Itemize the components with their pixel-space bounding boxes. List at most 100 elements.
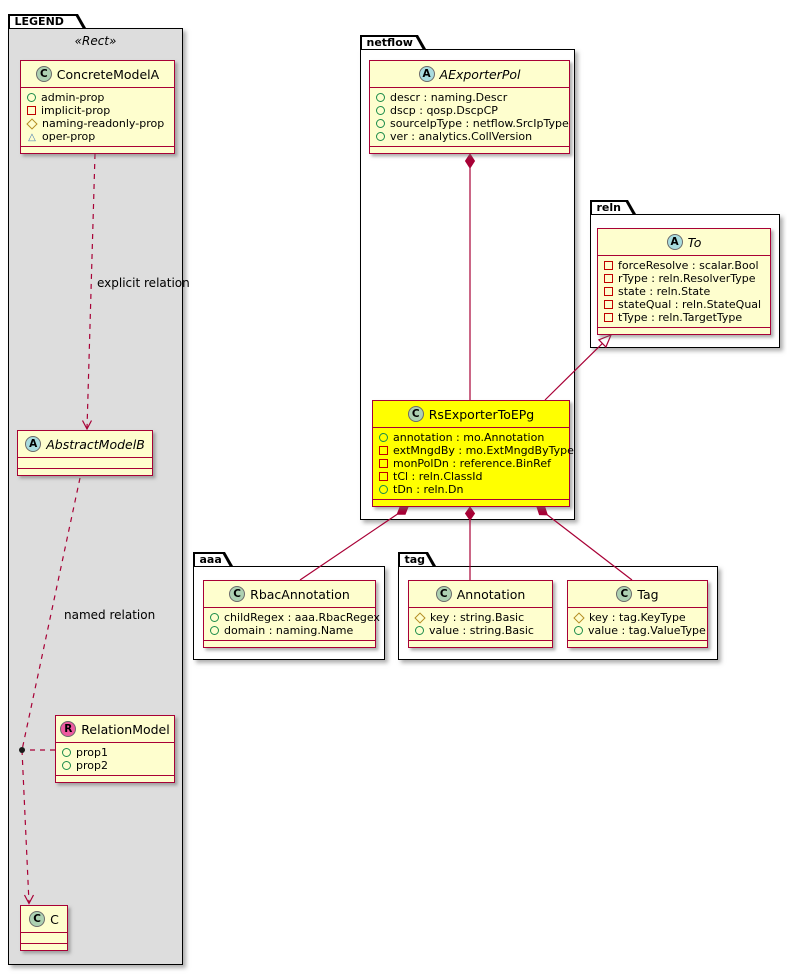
field-text: forceResolve : scalar.Bool [618,259,759,272]
field-row: prop1 [56,746,174,759]
methods-compartment [21,147,174,153]
separator [409,640,552,641]
separator [598,255,770,256]
field-row: rType : reln.ResolverType [598,272,770,285]
reln-package-title: reln [596,201,621,215]
relation-label-explicit: explicit relation [97,276,190,290]
class-header: C Tag [568,581,707,607]
class-name: C [50,911,59,927]
separator [370,146,569,147]
field-text: oper-prop [42,130,96,143]
fields-compartment: descr : naming.Descr dscp : qosp.DscpCP … [370,88,569,146]
circle-icon [27,93,36,102]
separator [204,607,375,608]
class-tag: C Tag key : tag.KeyType value : tag.Valu… [567,580,708,648]
field-row: monPolDn : reference.BinRef [373,457,569,470]
methods-compartment [18,469,152,475]
field-row: value : tag.ValueType [568,624,707,637]
field-row: implicit-prop [21,104,174,117]
separator [56,742,174,743]
abstract-badge-icon: A [418,66,435,82]
field-text: ver : analytics.CollVersion [390,130,533,143]
methods-compartment [373,500,569,506]
field-text: tDn : reln.Dn [393,483,464,496]
class-badge-icon: C [407,406,424,422]
separator [21,87,174,88]
class-to: A To forceResolve : scalar.Bool rType : … [597,228,771,335]
circle-icon [376,106,385,115]
separator [21,932,67,933]
circle-icon [376,119,385,128]
methods-compartment [409,641,552,647]
circle-icon [62,761,71,770]
diamond-icon [26,117,38,130]
aaa-package-title: aaa [199,553,222,567]
class-name: ConcreteModelA [56,66,160,82]
relation-badge-icon: R [60,721,77,737]
field-row: tCl : reln.ClassId [373,470,569,483]
field-row: tDn : reln.Dn [373,483,569,496]
methods-compartment [204,641,375,647]
circle-icon [574,626,583,635]
field-text: naming-readonly-prop [42,117,165,130]
class-header: C RsExporterToEPg [373,401,569,427]
circle-icon [62,748,71,757]
class-name: RsExporterToEPg [428,406,535,422]
tag-package-tab: tag [398,552,436,566]
circle-icon [376,132,385,141]
field-text: monPolDn : reference.BinRef [393,457,551,470]
square-icon [379,459,388,468]
separator [373,499,569,500]
fields-compartment [21,933,67,943]
field-row: value : string.Basic [409,624,552,637]
class-badge-icon: C [35,66,52,82]
abstract-badge-icon: A [25,436,42,452]
field-row: sourceIpType : netflow.SrcIpType [370,117,569,130]
reln-package-tab: reln [590,200,636,214]
class-header: C Annotation [409,581,552,607]
separator [568,607,707,608]
field-text: sourceIpType : netflow.SrcIpType [390,117,569,130]
field-text: key : string.Basic [430,611,525,624]
field-row: forceResolve : scalar.Bool [598,259,770,272]
class-name: AbstractModelB [46,436,145,452]
separator [18,457,152,458]
field-text: stateQual : reln.StateQual [618,298,762,311]
square-icon [604,287,613,296]
class-aexporterpol: A AExporterPol descr : naming.Descr dscp… [369,60,570,154]
class-header: A AExporterPol [370,61,569,87]
fields-compartment: childRegex : aaa.RbacRegex domain : nami… [204,608,380,640]
square-icon [604,261,613,270]
class-badge-icon: C [229,586,246,602]
circle-icon [379,485,388,494]
field-text: domain : naming.Name [224,624,354,637]
field-row: tType : reln.TargetType [598,311,770,324]
fields-compartment: key : string.Basic value : string.Basic [409,608,552,640]
field-row: domain : naming.Name [204,624,375,637]
class-header: C ConcreteModelA [21,61,174,87]
legend-stereotype: «Rect» [74,34,117,48]
field-row: admin-prop [21,91,174,104]
field-row: key : string.Basic [409,611,552,624]
field-text: rType : reln.ResolverType [618,272,756,285]
netflow-package-tab: netflow [360,35,426,49]
fields-compartment: forceResolve : scalar.Bool rType : reln.… [598,256,770,327]
field-text: tCl : reln.ClassId [393,470,483,483]
class-header: R RelationModel [56,716,174,742]
field-text: tType : reln.TargetType [618,311,743,324]
field-row: ver : analytics.CollVersion [370,130,569,143]
class-header: C C [21,906,67,932]
class-abstractmodelb: A AbstractModelB [17,430,153,476]
separator [409,607,552,608]
methods-compartment [568,641,707,647]
circle-icon [379,433,388,442]
class-rsexportertoepg: C RsExporterToEPg annotation : mo.Annota… [372,400,574,507]
square-icon [604,274,613,283]
square-icon [27,106,36,115]
field-text: extMngdBy : mo.ExtMngdByType [393,444,574,457]
field-row: prop2 [56,759,174,772]
separator [21,943,67,944]
legend-package-body [8,28,183,965]
fields-compartment [18,458,152,468]
fields-compartment: key : tag.KeyType value : tag.ValueType [568,608,707,640]
